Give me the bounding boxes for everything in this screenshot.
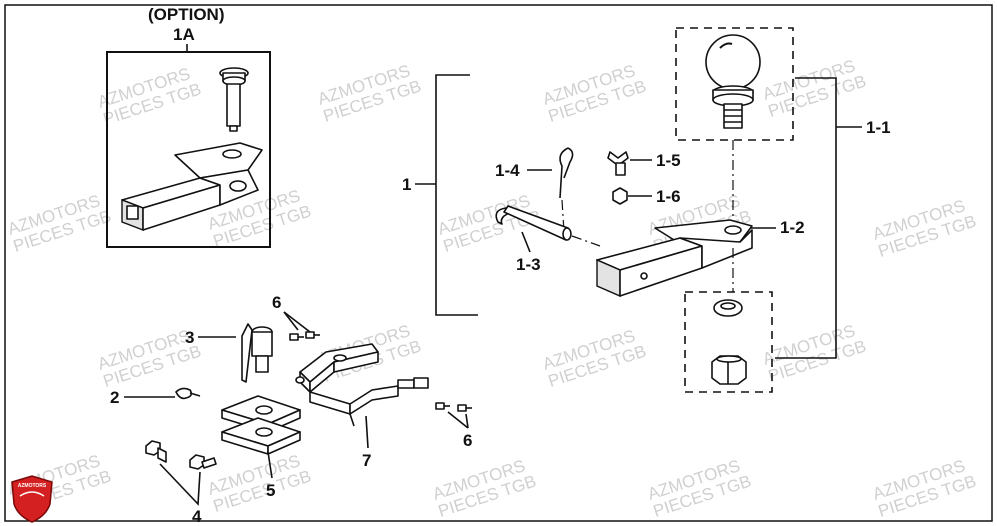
assembly-1-bracket: [435, 74, 478, 316]
callout-5: 5: [266, 481, 275, 500]
bolt: [189, 454, 217, 470]
azmotors-logo: AZMOTORS: [11, 475, 53, 523]
diagram-frame: [4, 4, 993, 522]
screw: [435, 402, 450, 410]
callout-6-bottom: 6: [463, 431, 472, 450]
hitch-pin-1-3: [495, 205, 601, 247]
callout-1: 1: [402, 175, 411, 194]
plates-5: [221, 395, 301, 455]
shield-icon: [11, 475, 53, 523]
lynch-clip-1-4: [559, 147, 574, 233]
callout-3: 3: [185, 328, 194, 347]
clip-2: [175, 387, 201, 400]
logo-text: AZMOTORS: [18, 483, 47, 489]
nut-1-6: [612, 187, 628, 205]
callout-1-6: 1-6: [656, 187, 681, 206]
screw: [289, 333, 304, 341]
ball-group-box: [675, 27, 794, 141]
screw: [305, 331, 320, 339]
clevis-pin-3: [241, 323, 273, 383]
callout-1-3: 1-3: [516, 255, 541, 274]
callout-7: 7: [362, 451, 371, 470]
callout-6-top: 6: [272, 293, 281, 312]
drawbar-1-2: [596, 219, 753, 298]
bolt: [145, 440, 167, 463]
callout-1-5: 1-5: [656, 151, 681, 170]
callout-1-4: 1-4: [495, 161, 520, 180]
callout-1-2: 1-2: [780, 218, 805, 237]
tow-ball: [705, 34, 761, 129]
callout-4: 4: [192, 507, 202, 526]
lower-assembly: 6 3 2 5: [110, 293, 472, 526]
option-pin: [219, 67, 249, 132]
hex-nut: [711, 355, 747, 385]
screw: [457, 404, 472, 412]
option-1a-panel: (OPTION) 1A: [106, 5, 271, 248]
wing-bolt-1-5: [607, 151, 629, 176]
washer: [713, 299, 743, 317]
bracket-7: [295, 343, 429, 427]
callout-1-1: 1-1: [866, 118, 891, 137]
callout-1a: 1A: [173, 25, 195, 44]
option-title: (OPTION): [148, 5, 225, 24]
callout-2: 2: [110, 388, 119, 407]
nut-group-box: [684, 291, 773, 393]
option-hitch-bracket: [121, 142, 263, 232]
option-box: [106, 51, 271, 248]
assembly-1-1-bracket: [775, 77, 837, 359]
assembly-1: 1 1-4 1-5 1-6 1-3: [402, 27, 891, 393]
